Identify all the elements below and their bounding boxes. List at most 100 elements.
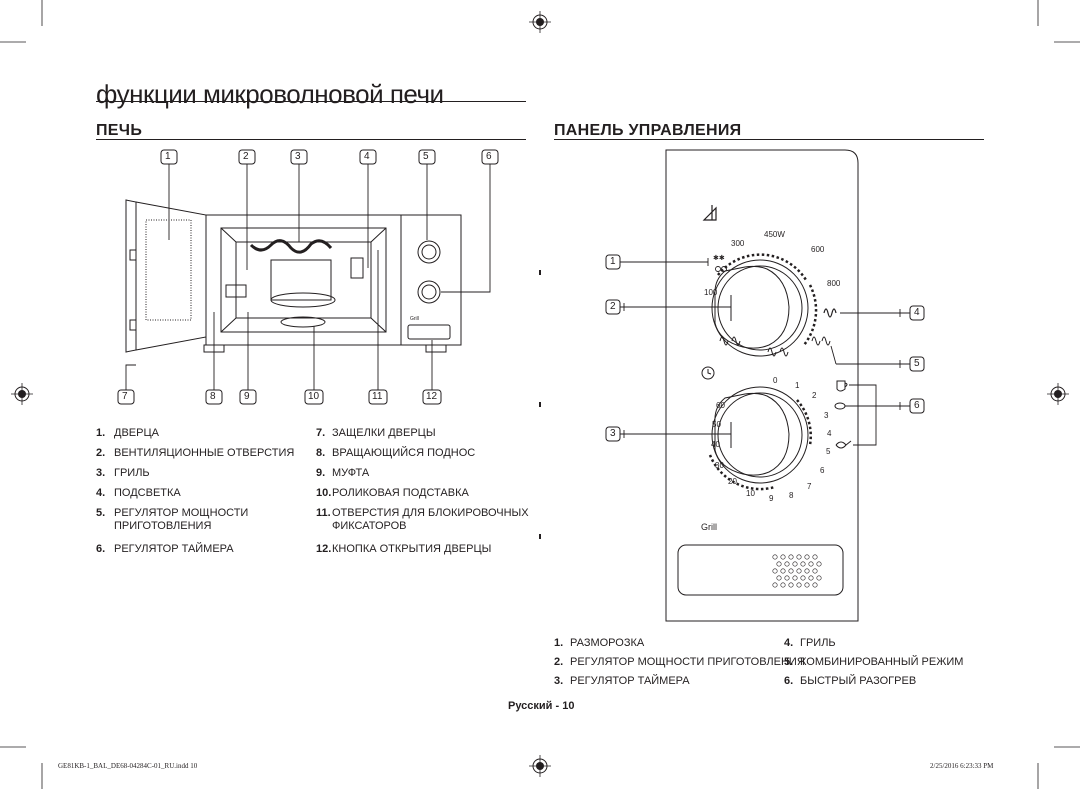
power-mark-800: 800: [827, 279, 841, 288]
oven-callout-1: 1: [165, 151, 171, 162]
oven-panel-grill-label: Grill: [410, 316, 419, 322]
control-panel-diagram: ✱✱: [605, 149, 925, 622]
timer-mark-60: 60: [716, 401, 725, 410]
panel-item-4: 4.ГРИЛЬ: [784, 637, 836, 649]
clock-icon: [701, 366, 715, 380]
oven-body: [205, 214, 462, 346]
timer-mark-1: 1: [795, 381, 800, 390]
oven-item-10: 10.РОЛИКОВАЯ ПОДСТАВКА: [316, 487, 469, 499]
chicken-icon: [835, 440, 852, 449]
panel-callout-4: 4: [914, 307, 920, 318]
body-power-knob: [417, 240, 441, 264]
timer-mark-3: 3: [824, 411, 829, 420]
timer-dial: [708, 386, 812, 491]
oven-item-4: 4.ПОДСВЕТКА: [96, 487, 181, 499]
oven-cavity: [220, 227, 387, 333]
turntable: [270, 292, 336, 308]
door-release-button: [407, 324, 451, 340]
combi-icon-center: [767, 347, 789, 357]
grill-icon: [823, 308, 837, 318]
oven-callout-2: 2: [243, 151, 249, 162]
oven-callout-11: 11: [372, 391, 383, 402]
oven-callout-5: 5: [423, 151, 429, 162]
oven-legend: 1.ДВЕРЦА 2.ВЕНТИЛЯЦИОННЫЕ ОТВЕРСТИЯ 3.ГР…: [96, 427, 529, 557]
power-mark-450: 450W: [764, 230, 785, 239]
panel-labels: 1 2 3 4 5 6 450W 300 600 100 800 0 1 2 3…: [600, 145, 940, 625]
power-dial: [711, 253, 818, 357]
date-slug: 2/25/2016 6:23:33 PM: [930, 762, 994, 770]
oven-heading: ПЕЧЬ: [96, 122, 143, 139]
timer-mark-0: 0: [773, 376, 778, 385]
oven-item-1: 1.ДВЕРЦА: [96, 427, 159, 439]
panel-heading-rule: [554, 139, 984, 140]
oven-callout-labels: 1 2 3 4 5 6 7 8 9 10 11 12 Grill: [96, 140, 526, 420]
timer-mark-10: 10: [746, 489, 755, 498]
timer-mark-7: 7: [807, 482, 812, 491]
timer-mark-20: 20: [728, 477, 737, 486]
cup-icon: [836, 380, 848, 392]
timer-mark-9: 9: [769, 494, 774, 503]
timer-mark-40: 40: [711, 440, 720, 449]
panel-callout-6: 6: [914, 400, 920, 411]
oven-item-6: 6.РЕГУЛЯТОР ТАЙМЕРА: [96, 543, 234, 555]
panel-outline: [665, 149, 859, 622]
oven-callout-12: 12: [426, 391, 438, 402]
power-mark-300: 300: [731, 239, 745, 248]
panel-callout-2: 2: [610, 301, 616, 312]
power-mark-600: 600: [811, 245, 825, 254]
oven-item-3: 3.ГРИЛЬ: [96, 467, 150, 479]
timer-mark-5: 5: [826, 447, 831, 456]
panel-item-6: 6.БЫСТРЫЙ РАЗОГРЕВ: [784, 675, 917, 687]
panel-item-5: 5.КОМБИНИРОВАННЫЙ РЕЖИМ: [784, 656, 964, 668]
oven-callout-6: 6: [486, 151, 492, 162]
oven-item-9: 9.МУФТА: [316, 467, 370, 479]
cavity-back-window: [270, 259, 332, 301]
panel-callout-3: 3: [610, 428, 616, 439]
oven-callout-3: 3: [295, 151, 301, 162]
page-title: функции микроволновой печи: [96, 79, 444, 109]
timer-mark-2: 2: [812, 391, 817, 400]
oven-heading-rule: [96, 139, 526, 140]
timer-mark-6: 6: [820, 466, 825, 475]
oven-diagram: [117, 149, 499, 405]
panel-item-1: 1.РАЗМОРОЗКА: [554, 637, 645, 649]
combi-icon-left: [719, 336, 741, 346]
door-window: [145, 219, 192, 321]
power-mark-100: 100: [704, 288, 718, 297]
oven-callout-7: 7: [122, 391, 128, 402]
registration-mark-bottom: [529, 755, 551, 777]
timer-mark-8: 8: [789, 491, 794, 500]
panel-heading: ПАНЕЛЬ УПРАВЛЕНИЯ: [554, 122, 742, 139]
timer-mark-50: 50: [712, 420, 721, 429]
title-divider: [96, 101, 526, 102]
registration-mark-right: [1047, 383, 1069, 405]
panel-callout-5: 5: [914, 358, 920, 369]
panel-grill-label: Grill: [701, 522, 717, 532]
registration-mark-top: [529, 11, 551, 33]
panel-item-2: 2.РЕГУЛЯТОР МОЩНОСТИ ПРИГОТОВЛЕНИЯ: [554, 656, 805, 668]
oven-callout-9: 9: [244, 391, 250, 402]
registration-mark-left: [11, 383, 33, 405]
defrost-icon: ✱✱: [713, 254, 727, 272]
roller-ring: [280, 316, 326, 328]
oven-callout-8: 8: [210, 391, 216, 402]
body-timer-knob: [417, 280, 441, 304]
oven-item-8: 8.ВРАЩАЮЩИЙСЯ ПОДНОС: [316, 447, 476, 459]
page-number: Русский - 10: [508, 700, 575, 712]
timer-mark-4: 4: [827, 429, 832, 438]
svg-text:✱✱: ✱✱: [713, 254, 725, 262]
interior-light: [350, 257, 364, 279]
power-level-icon: [702, 205, 717, 221]
panel-item-3: 3.РЕГУЛЯТОР ТАЙМЕРА: [554, 675, 690, 687]
oven-callout-10: 10: [308, 391, 320, 402]
panel-legend: 1.РАЗМОРОЗКА 2.РЕГУЛЯТОР МОЩНОСТИ ПРИГОТ…: [554, 637, 984, 687]
oven-item-12: 12.КНОПКА ОТКРЫТИЯ ДВЕРЦЫ: [316, 543, 492, 555]
oven-item-7: 7.ЗАЩЕЛКИ ДВЕРЦЫ: [316, 427, 436, 439]
oven-item-2: 2.ВЕНТИЛЯЦИОННЫЕ ОТВЕРСТИЯ: [96, 447, 295, 459]
file-slug: GE81KB-1_BAL_DE68-04284C-01_RU.indd 10: [58, 762, 198, 770]
panel-vent-box: [677, 544, 844, 596]
combi-icon-right: [811, 336, 831, 346]
oven-callout-4: 4: [364, 151, 370, 162]
